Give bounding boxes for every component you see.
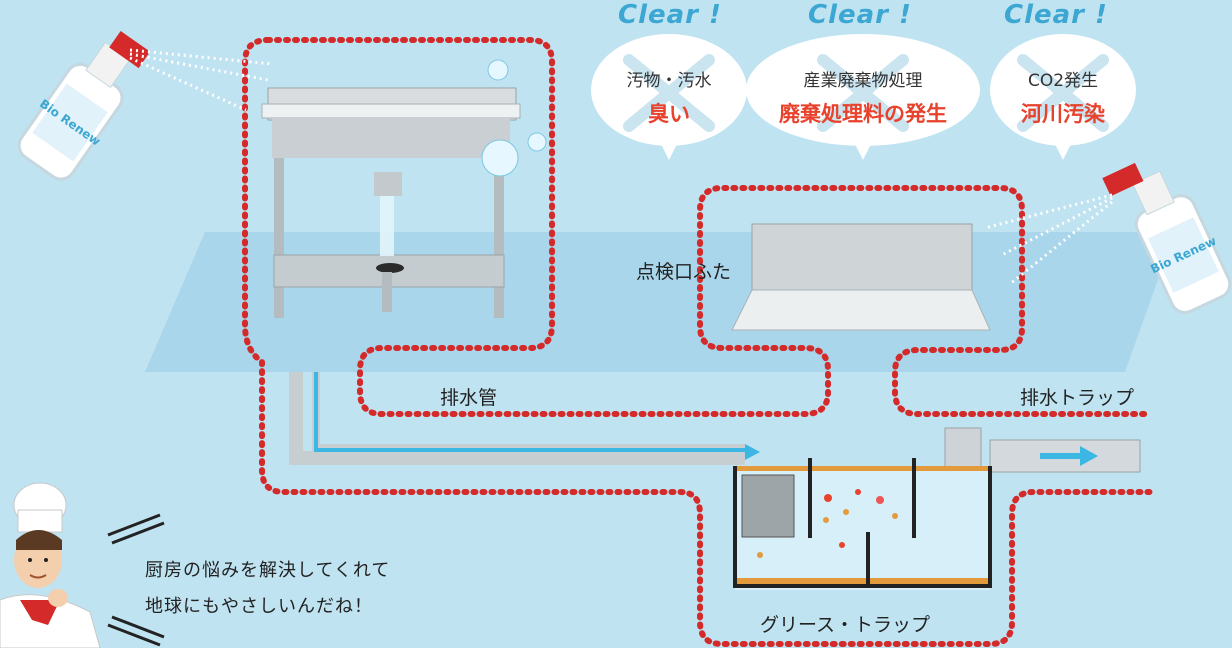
label-inspection-lid: 点検口ふた [636, 261, 732, 283]
bubble-co2-line2: 河川汚染 [1021, 102, 1105, 126]
sink [261, 87, 521, 318]
chef-character [0, 482, 101, 648]
label-drain-trap: 排水トラップ [1020, 387, 1135, 409]
spray-bottle-right: Bio Renew [1102, 162, 1232, 314]
label-drain-pipe: 排水管 [440, 387, 498, 409]
speech-bubbles [591, 34, 1136, 160]
emphasis-lines [107, 513, 165, 647]
clear-heading-2: Clear ! [808, 0, 912, 30]
bubble-waste-line1: 産業廃棄物処理 [803, 71, 923, 91]
chef-speech-line1: 厨房の悩みを解決してくれて [145, 560, 391, 581]
inspection-lid [731, 223, 991, 331]
bubble-icon [487, 59, 509, 81]
flow-arrow-icon [745, 444, 760, 460]
clear-heading-3: Clear ! [1004, 0, 1108, 30]
bubble-odor-line2: 臭い [648, 102, 690, 126]
bubble-icon [527, 132, 547, 152]
water-flow-line [314, 372, 745, 452]
bubble-icon [481, 139, 519, 177]
bubble-odor-line1: 汚物・汚水 [626, 71, 712, 91]
spray-mist-right [984, 193, 1113, 286]
grease-trap-tank [733, 458, 992, 590]
label-grease-trap: グリース・トラップ [760, 614, 931, 636]
flow-arrow-icon [1080, 446, 1098, 466]
clear-heading-1: Clear ! [618, 0, 722, 30]
drain-pipe [289, 372, 1141, 487]
chef-speech-line2: 地球にもやさしいんだね！ [145, 596, 373, 617]
bubble-waste-line2: 廃棄処理料の発生 [779, 102, 947, 126]
dotted-outline [242, 37, 1153, 647]
spray-mist-left [129, 48, 273, 112]
spray-bottle-left: Bio Renew [17, 31, 151, 181]
bubble-co2-line1: CO2発生 [1027, 71, 1099, 91]
cross-out-mark [623, 54, 1109, 132]
